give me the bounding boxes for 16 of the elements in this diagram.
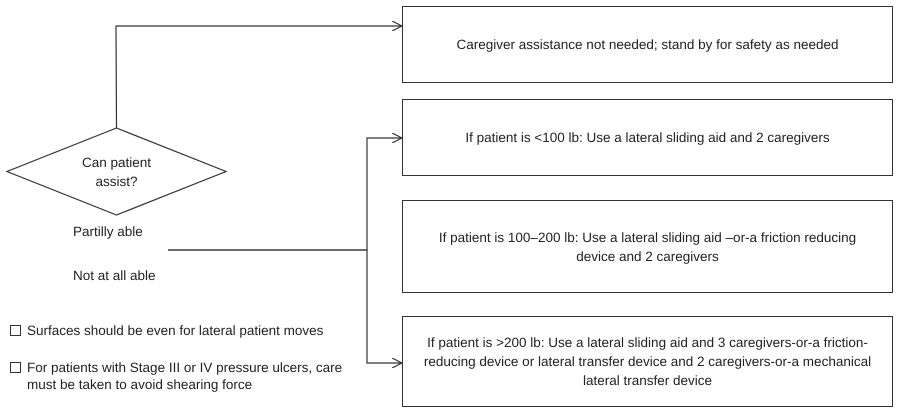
question-text: Can patient assist? (80, 154, 152, 190)
instruction-text: If patient is 100–200 lb: Use a lateral sliding aid –or-a friction reducing device and 2 caregivers (438, 228, 858, 266)
process-box (402, 200, 893, 293)
note-text: Surfaces should be even for lateral patient moves (27, 322, 324, 339)
branch-label: Partilly able (73, 223, 143, 241)
process-box (402, 99, 893, 176)
instruction-text: Caregiver assistance not needed; stand by for safety as needed (456, 36, 838, 54)
process-box (402, 6, 893, 83)
decision-diamond (7, 128, 226, 215)
branch-label: Not at all able (73, 267, 156, 285)
connector-arrow (115, 20, 403, 128)
connector-arrow (168, 249, 403, 369)
note-text: For patients with Stage III or IV pressure ulcers, care must be taken to avoid shearing force (27, 359, 344, 393)
process-box (402, 316, 893, 407)
instruction-text: If patient is <100 lb: Use a lateral sliding aid and 2 caregivers (465, 129, 830, 147)
instruction-text: If patient is >200 lb: Use a lateral sliding aid and 3 caregivers-or-a friction-reducing device or lateral transfer device and 2 caregivers-or-a mechanical lateral transfer device (422, 334, 872, 390)
